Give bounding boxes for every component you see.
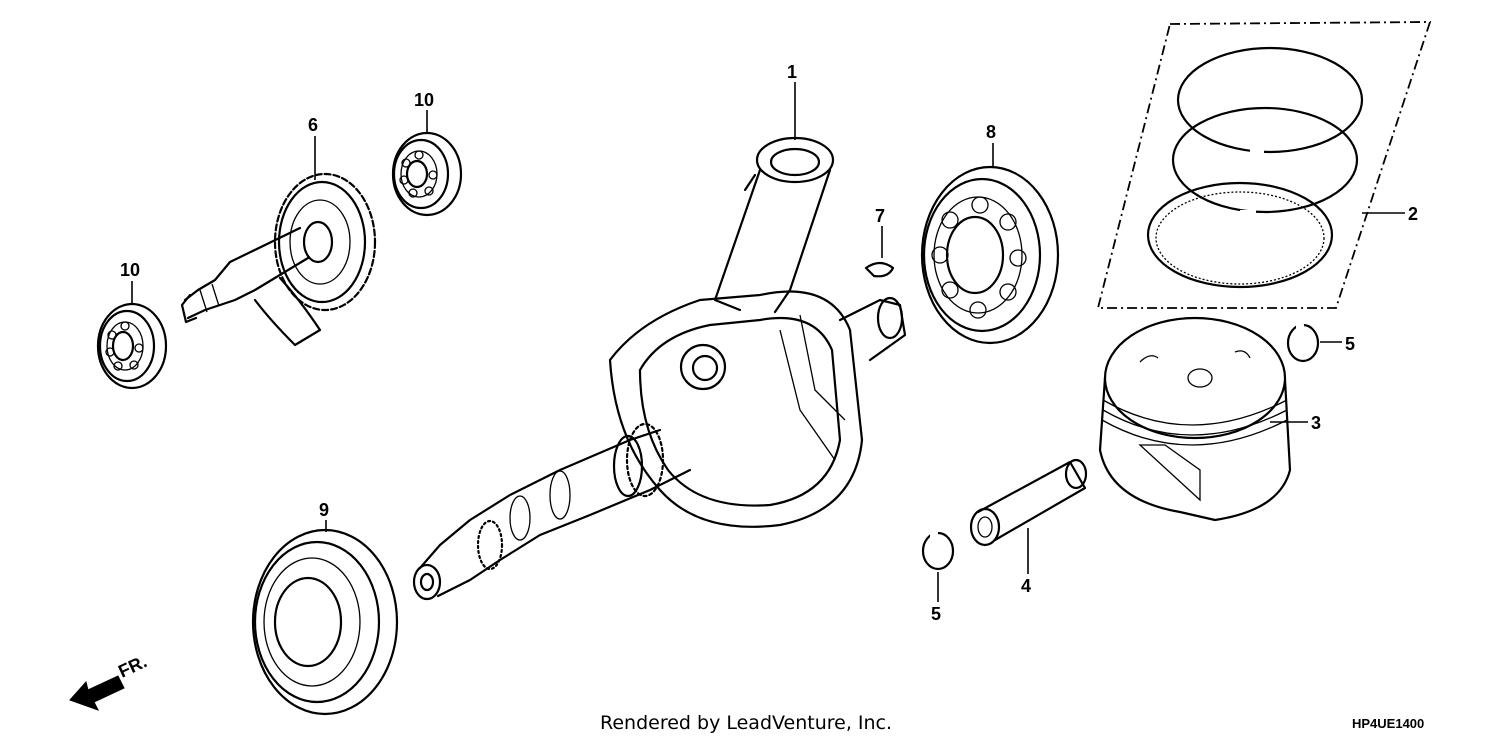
part-5-circlip-top	[1286, 323, 1320, 363]
callout-3: 3	[1311, 413, 1321, 433]
part-10-bearing-left	[96, 302, 168, 390]
diagram-code: HP4UE1400	[1352, 716, 1425, 731]
callout-8: 8	[986, 122, 996, 142]
callout-1: 1	[787, 62, 797, 82]
part-5-circlip-bottom	[921, 531, 955, 571]
front-direction-arrow: FR.	[69, 651, 150, 711]
callout-5-top: 5	[1345, 334, 1355, 354]
callout-5-bottom: 5	[931, 604, 941, 624]
leader-lines	[131, 82, 1405, 602]
part-7-key	[864, 261, 895, 278]
callout-4: 4	[1021, 576, 1031, 596]
part-4-piston-pin	[969, 458, 1088, 547]
part-2-piston-ring-set	[1096, 21, 1432, 309]
part-9-bearing	[251, 528, 399, 716]
callout-7: 7	[875, 206, 885, 226]
front-indicator-label: FR.	[115, 651, 150, 681]
part-1-crankshaft	[412, 136, 907, 601]
callout-10-top: 10	[414, 90, 434, 110]
callout-2: 2	[1408, 204, 1418, 224]
part-3-piston	[1098, 316, 1292, 522]
callout-6: 6	[308, 115, 318, 135]
callout-10-left: 10	[120, 260, 140, 280]
part-6-balancer-gear	[180, 172, 377, 347]
part-8-bearing	[920, 165, 1060, 345]
part-10-bearing-top	[391, 131, 463, 217]
footer-credit: Rendered by LeadVenture, Inc.	[600, 712, 893, 734]
callout-9: 9	[319, 500, 329, 520]
